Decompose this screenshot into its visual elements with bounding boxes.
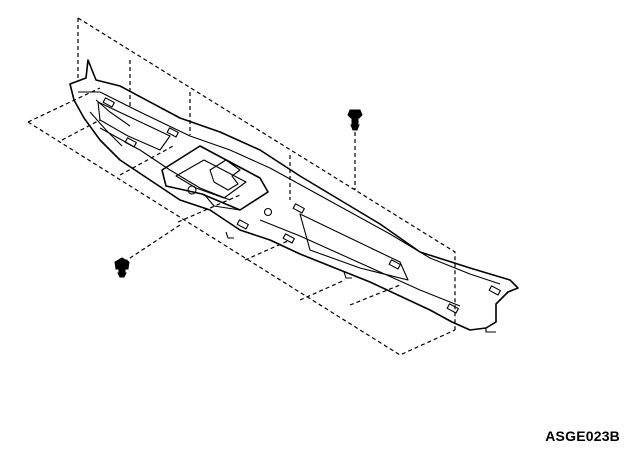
clip-fastener-icon [347,109,363,131]
dashed-guide-lines [27,17,456,356]
cowl-panel [69,59,519,333]
diagram-code-label: ASGE023B [545,428,620,444]
clip-fastener-icon [114,257,130,278]
